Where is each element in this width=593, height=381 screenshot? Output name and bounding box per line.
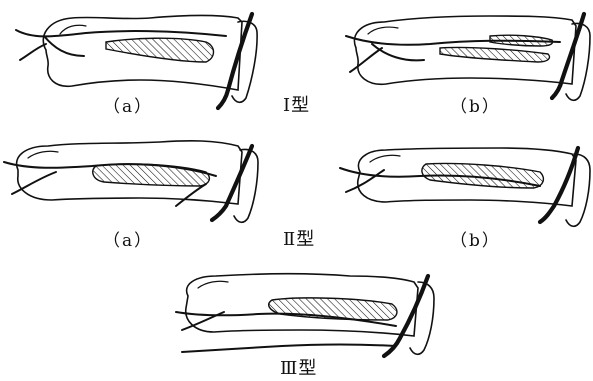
vessel-line <box>20 44 46 60</box>
vessel-line <box>182 345 396 353</box>
label-type2-b: （b） <box>450 226 501 251</box>
bone-inner-contour <box>368 27 398 34</box>
growth-line <box>212 146 252 220</box>
panel-type1-b <box>346 14 590 100</box>
bone-inner-contour <box>370 155 400 162</box>
growth-line <box>540 148 578 222</box>
vessel-line <box>372 44 424 60</box>
label-type2: Ⅱ型 <box>283 225 315 251</box>
lesion-hatched-lower <box>440 47 550 62</box>
panel-type2-b <box>340 148 590 226</box>
growth-line <box>552 14 584 98</box>
panel-type3 <box>176 274 434 356</box>
lesion-hatched <box>93 164 210 186</box>
vessel-line <box>16 30 226 36</box>
vessel-line <box>44 36 84 56</box>
vessel-line <box>350 48 382 72</box>
label-type1-b: （b） <box>450 92 501 117</box>
label-type3: Ⅲ型 <box>280 354 317 380</box>
vessel-line <box>176 184 206 206</box>
label-type1: Ⅰ型 <box>283 91 310 117</box>
bone-inner-contour <box>28 151 58 158</box>
label-type2-a: （a） <box>103 226 153 251</box>
label-type1-a: （a） <box>103 92 153 117</box>
bone-inner-contour <box>198 281 228 288</box>
panel-type2-a <box>4 141 258 222</box>
lesion-hatched <box>106 38 214 62</box>
bone-distal-end <box>566 154 590 226</box>
